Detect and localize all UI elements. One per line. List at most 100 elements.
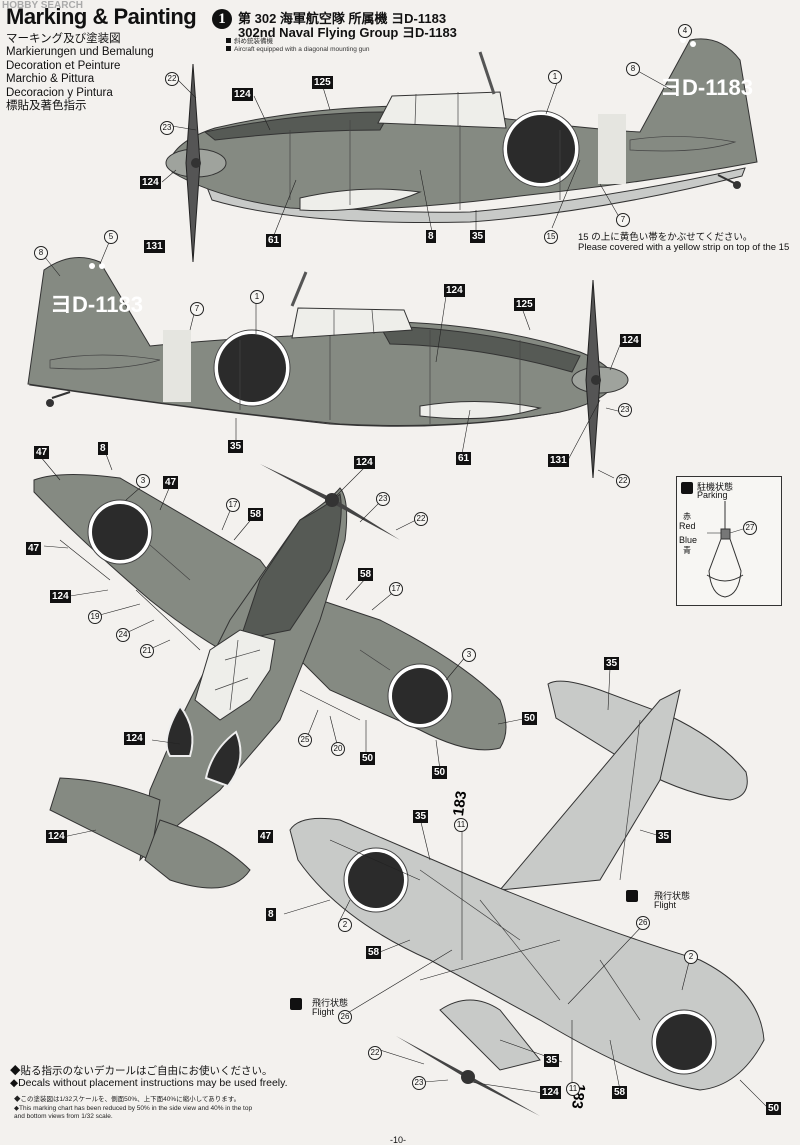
legend-square-icon (226, 46, 231, 51)
callout-124: 124 (444, 284, 465, 297)
callout-1: 1 (250, 290, 264, 304)
callout-15: 15 (544, 230, 558, 244)
callout-47: 47 (163, 476, 179, 489)
yellow-strip-note-jp: 15 の上に黄色い帯をかぶせてください。 (578, 232, 753, 243)
callout-50: 50 (766, 1102, 782, 1115)
callout-1: 1 (548, 70, 562, 84)
callout-35: 35 (544, 1054, 560, 1067)
scheme-number-badge: 1 (212, 9, 232, 29)
watermark: HOBBY SEARCH (2, 0, 83, 11)
callout-21: 21 (140, 644, 154, 658)
callout-124: 124 (620, 334, 641, 347)
callout-25: 25 (298, 733, 312, 747)
callout-47: 47 (258, 830, 274, 843)
callout-124: 124 (354, 456, 375, 469)
callout-125: 125 (514, 298, 535, 311)
scheme-title-en: 302nd Naval Flying Group ヨD-1183 (238, 25, 457, 40)
callout-8: 8 (626, 62, 640, 76)
legend-en: Aircraft equipped with a diagonal mounti… (226, 46, 370, 54)
callout-50: 50 (360, 752, 376, 765)
callout-35: 35 (656, 830, 672, 843)
callout-7: 7 (616, 213, 630, 227)
callout-22: 22 (368, 1046, 382, 1060)
callout-22: 22 (165, 72, 179, 86)
legend-jp: 斜め銃装備機 (226, 38, 273, 46)
scale-note-en: ◆This marking chart has been reduced by … (14, 1105, 253, 1112)
scale-note-jp: ◆この塗装図は1/32スケールを、側面50%、上下面40%に縮小してあります。 (14, 1096, 241, 1103)
page-number: -10- (390, 1135, 407, 1145)
scheme-title-jp: 第 302 海軍航空隊 所属機 ヨD-1183 (238, 11, 447, 26)
callout-124: 124 (50, 590, 71, 603)
callout-17: 17 (226, 498, 240, 512)
callout-58: 58 (612, 1086, 628, 1099)
callout-58: 58 (358, 568, 374, 581)
legend-square-icon (226, 38, 231, 43)
footer-note-en: ◆Decals without placement instructions m… (10, 1077, 288, 1089)
callout-2: 2 (338, 918, 352, 932)
callout-58: 58 (248, 508, 264, 521)
callout-23: 23 (618, 403, 632, 417)
callout-124: 124 (124, 732, 145, 745)
parking-flag-icon (681, 482, 693, 494)
callout-8: 8 (266, 908, 276, 921)
callout-11: 11 (454, 818, 468, 832)
callout-19: 19 (88, 610, 102, 624)
parking-detail-box: 駐機状態 Parking 赤 Red Blue 青 27 (676, 476, 782, 606)
callout-61: 61 (456, 452, 472, 465)
svg-text:ヨD-1183: ヨD-1183 (50, 292, 143, 317)
callout-61: 61 (266, 234, 282, 247)
yellow-strip-note-en: Please covered with a yellow strip on to… (578, 242, 790, 253)
scale-note-en-2: and bottom views from 1/32 scale. (14, 1113, 113, 1120)
callout-35: 35 (470, 230, 486, 243)
side-view-right: ヨD-1183 (27, 257, 629, 479)
callout-23: 23 (412, 1076, 426, 1090)
callout-23: 23 (376, 492, 390, 506)
title-translations: マーキング及び塗装図 Markierungen und Bemalung Dec… (6, 33, 154, 113)
title-es: Decoracion y Pintura (6, 86, 113, 99)
callout-23: 23 (160, 121, 174, 135)
callout-26: 26 (636, 916, 650, 930)
flight-flag-icon (626, 890, 638, 902)
callout-58: 58 (366, 946, 382, 959)
callout-35: 35 (604, 657, 620, 670)
title-fr: Decoration et Peinture (6, 59, 121, 72)
callout-22: 22 (414, 512, 428, 526)
callout-124: 124 (140, 176, 161, 189)
callout-47: 47 (34, 446, 50, 459)
flight-flag-icon (290, 998, 302, 1010)
bottom-view: 183 183 (289, 680, 765, 1116)
title-it: Marchio & Pittura (6, 73, 95, 86)
callout-2: 2 (684, 950, 698, 964)
callout-131: 131 (548, 454, 569, 467)
callout-124: 124 (46, 830, 67, 843)
callout-20: 20 (331, 742, 345, 756)
page-title: Marking & Painting (6, 4, 197, 29)
title-cn: 標貼及著色指示 (6, 100, 87, 113)
callout-5: 5 (104, 230, 118, 244)
footer-note-jp: ◆貼る指示のないデカールはご自由にお使いください。 (10, 1065, 273, 1077)
title-jp: マーキング及び塗装図 (6, 33, 121, 45)
callout-35: 35 (228, 440, 244, 453)
bulb-drawing (706, 501, 744, 598)
callout-26: 26 (338, 1010, 352, 1024)
callout-47: 47 (26, 542, 42, 555)
callout-125: 125 (312, 76, 333, 89)
callout-8: 8 (34, 246, 48, 260)
callout-8: 8 (98, 442, 108, 455)
side-view-left: ヨD-1183 (165, 37, 758, 263)
callout-8: 8 (426, 230, 436, 243)
callout-24: 24 (116, 628, 130, 642)
top-view (33, 464, 507, 889)
callout-22: 22 (616, 474, 630, 488)
svg-text:183: 183 (450, 790, 470, 817)
callout-7: 7 (190, 302, 204, 316)
callout-50: 50 (432, 766, 448, 779)
callout-3: 3 (136, 474, 150, 488)
svg-text:ヨD-1183: ヨD-1183 (660, 75, 753, 100)
callout-124: 124 (232, 88, 253, 101)
callout-131: 131 (144, 240, 165, 253)
title-de: Markierungen und Bemalung (6, 46, 154, 59)
callout-50: 50 (522, 712, 538, 725)
leader-lines (39, 69, 771, 1111)
